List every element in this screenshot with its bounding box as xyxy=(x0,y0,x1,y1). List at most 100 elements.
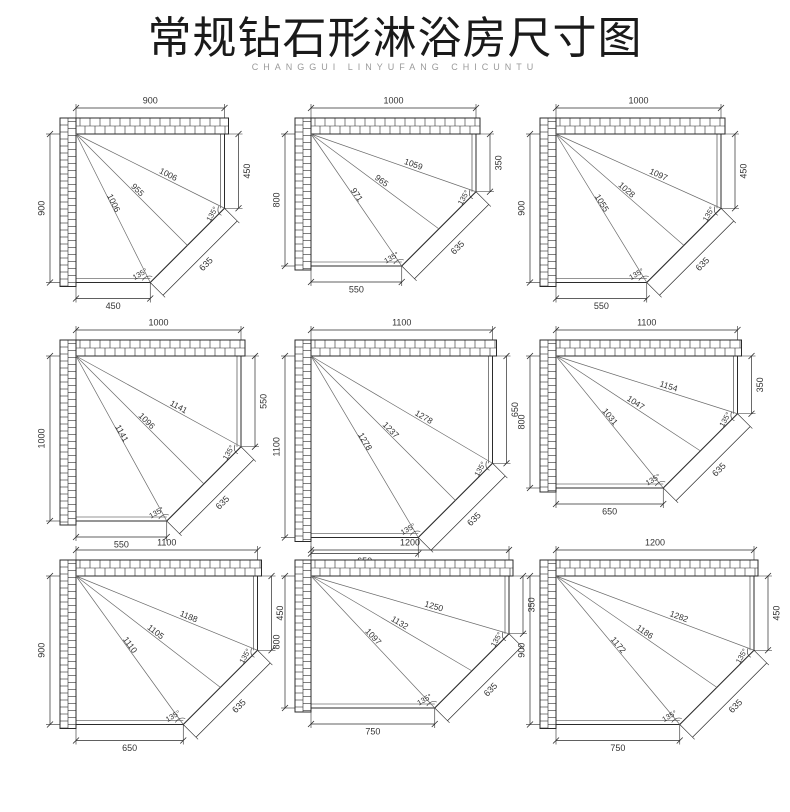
diagonal-top xyxy=(310,575,510,635)
diagonal-top xyxy=(555,575,755,651)
door-dim-extension xyxy=(753,650,770,666)
diagonal-low-label: 1110 xyxy=(121,635,140,655)
door-dim-extension xyxy=(679,724,695,740)
depth-label: 900 xyxy=(36,201,46,216)
door-width-label: 635 xyxy=(710,461,728,479)
dimension-tick xyxy=(235,204,242,212)
dimension-tick xyxy=(268,646,275,654)
dimension-tick xyxy=(46,517,54,525)
width-label: 1200 xyxy=(400,537,420,547)
diagonal-low xyxy=(75,355,168,522)
width-label: 1000 xyxy=(628,95,648,105)
angle-top-label: 135° xyxy=(717,411,733,429)
angle-top-label: 135° xyxy=(237,647,253,665)
diagonal-top xyxy=(310,355,493,464)
angle-top-label: 135° xyxy=(472,460,488,478)
door-dim-extension xyxy=(150,282,166,298)
diagonal-low-label: 971 xyxy=(349,186,365,204)
door-dim-extension xyxy=(166,520,182,537)
dimension-tick xyxy=(307,104,315,112)
angle-top-label: 135° xyxy=(734,647,750,665)
angle-arc-bottom xyxy=(638,275,649,281)
dimension-tick xyxy=(307,326,315,334)
door-dim-extension xyxy=(663,487,679,504)
dimension-tick xyxy=(72,533,80,541)
diagonal-low xyxy=(75,575,184,725)
diagonal-mid xyxy=(310,355,456,501)
top-return-label: 350 xyxy=(526,597,536,612)
diagonal-low xyxy=(555,133,648,283)
top-return-label: 650 xyxy=(510,402,520,417)
dimension-tick xyxy=(552,500,560,508)
dimension-tick xyxy=(526,279,534,286)
door-width-label: 635 xyxy=(465,510,483,528)
dimension-tick xyxy=(676,737,684,744)
door-width-label: 635 xyxy=(230,697,248,715)
diagonal-low-label: 1097 xyxy=(363,626,383,647)
top-return-label: 550 xyxy=(258,394,268,409)
door-dim-extension xyxy=(492,463,508,479)
dimension-tick xyxy=(503,352,510,360)
dimension-tick xyxy=(281,352,289,360)
dimension-tick xyxy=(72,295,80,302)
door-dim-line xyxy=(430,475,506,551)
diagonal-mid-label: 1237 xyxy=(381,420,402,441)
dimension-tick xyxy=(764,646,772,654)
dimension-tick xyxy=(489,326,496,334)
angle-arc-bottom xyxy=(410,530,421,536)
dimension-tick xyxy=(46,279,54,286)
diagonal-mid xyxy=(555,133,685,246)
diagonal-top xyxy=(555,133,722,209)
angle-bottom-label: 135° xyxy=(383,250,401,266)
dimension-tick xyxy=(748,410,755,418)
door-width-label: 635 xyxy=(482,681,500,699)
dimension-tick xyxy=(72,737,80,744)
dimension-tick xyxy=(307,720,315,728)
top-return-label: 450 xyxy=(738,164,748,179)
diagonal-mid-label: 1105 xyxy=(146,622,167,641)
angle-arc-top xyxy=(730,411,735,422)
dimension-tick xyxy=(281,704,289,712)
door-dim-line xyxy=(162,220,238,296)
door-dim-line xyxy=(675,426,751,501)
angle-arc-top xyxy=(747,648,752,658)
door-width-label: 635 xyxy=(197,255,215,273)
dimension-tick xyxy=(526,130,534,138)
depth-label: 800 xyxy=(271,192,281,207)
dimension-tick xyxy=(643,295,651,302)
door-dim-extension xyxy=(508,633,525,649)
dimension-tick xyxy=(72,326,80,334)
diagonal-low-label: 1278 xyxy=(356,431,374,453)
dimension-tick xyxy=(764,572,772,580)
angle-top-label: 135° xyxy=(489,631,505,649)
angle-arc-bottom xyxy=(671,717,682,723)
page-subtitle: CHANGGUI LINYUFANG CHICUNTU xyxy=(251,62,539,72)
diagonal-top xyxy=(75,575,258,651)
angle-arc-top xyxy=(217,206,222,216)
dimension-tick xyxy=(221,104,228,112)
door-dim-extension xyxy=(720,208,737,224)
dimension-tick xyxy=(179,737,187,744)
angle-arc-bottom xyxy=(175,717,186,723)
diagonal-mid-label: 1096 xyxy=(137,411,158,432)
angle-bottom-label: 135° xyxy=(148,505,166,521)
depth-label: 900 xyxy=(516,643,526,658)
angle-bottom-label: 135° xyxy=(399,521,417,537)
diagonal-mid-label: 1132 xyxy=(389,614,410,632)
dimension-tick xyxy=(552,326,560,334)
dimension-tick xyxy=(251,352,259,360)
angle-top-label: 135° xyxy=(221,444,237,462)
bottom-return-label: 750 xyxy=(610,743,625,753)
bottom-return-label: 650 xyxy=(122,743,137,753)
angle-arc-top xyxy=(234,444,239,455)
dimension-tick xyxy=(46,721,54,728)
diagonal-low xyxy=(310,575,436,709)
dimension-tick xyxy=(46,572,54,580)
angle-top-label: 135° xyxy=(456,189,472,207)
dimension-tick xyxy=(552,546,560,554)
bottom-return-label: 750 xyxy=(365,726,380,736)
